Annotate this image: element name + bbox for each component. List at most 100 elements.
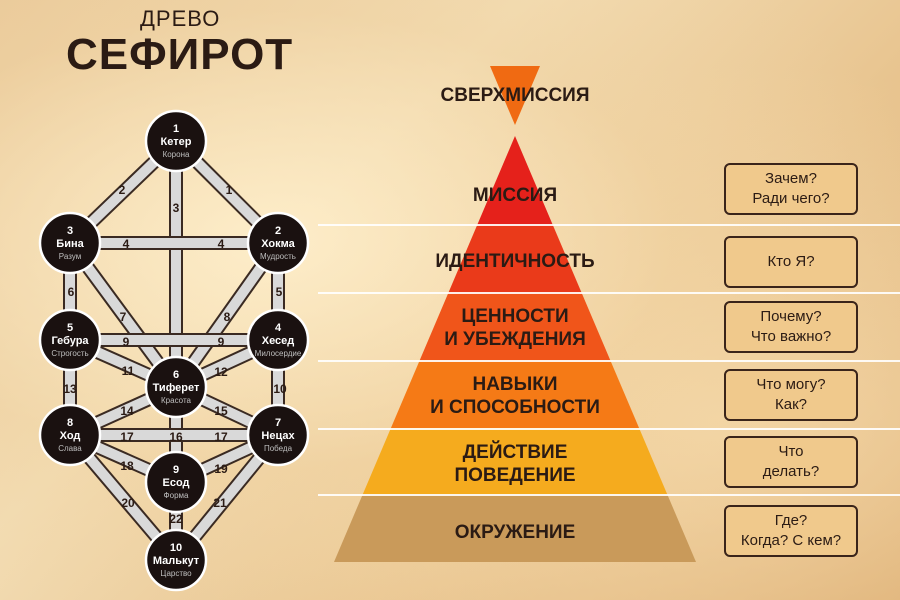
sefira-name: Тиферет — [153, 382, 200, 394]
path-number: 14 — [120, 404, 134, 418]
path-number: 22 — [169, 512, 183, 526]
pyramid-level-behavior — [362, 428, 668, 494]
sefira-number: 1 — [173, 123, 179, 135]
question-box-environment: Где? Когда? С кем? — [724, 505, 858, 557]
path-number: 1 — [226, 183, 233, 197]
path-number: 13 — [63, 382, 77, 396]
title-big: СЕФИРОТ — [66, 30, 294, 79]
path-number: 4 — [123, 237, 130, 251]
sefira-meaning: Строгость — [51, 349, 88, 358]
pyramid-level-environment — [334, 494, 696, 562]
path-number: 18 — [120, 459, 134, 473]
path-number: 15 — [214, 404, 228, 418]
pyramid-label-super-mission: СВЕРХМИССИЯ — [440, 85, 590, 106]
pyramid-level-mission — [477, 136, 553, 224]
pyramid-level-identity — [448, 224, 582, 292]
pyramid-label-behavior: ДЕЙСТВИЕ ПОВЕДЕНИЕ — [454, 442, 576, 486]
sefira-circle — [246, 308, 310, 372]
tree-nodes: 1КетерКорона2ХокмаМудрость3БинаРазум4Хес… — [38, 109, 310, 592]
pyramid-level-values — [419, 292, 611, 360]
sefira-meaning: Мудрость — [260, 252, 296, 261]
path-number: 11 — [122, 364, 135, 378]
separator-line — [318, 224, 900, 226]
sefira-name: Хокма — [261, 238, 295, 250]
path-number: 19 — [214, 462, 228, 476]
sefira-circle — [144, 109, 208, 173]
question-box-behavior: Что делать? — [724, 436, 858, 488]
path-number: 21 — [213, 496, 227, 510]
path-number: 3 — [173, 201, 180, 215]
sefira-name: Ход — [60, 430, 81, 442]
sefira-circle — [144, 450, 208, 514]
pyramid-level-skills — [390, 360, 640, 428]
sefira-number: 8 — [67, 417, 73, 429]
sefira-number: 6 — [173, 369, 179, 381]
sefira-circle — [246, 211, 310, 275]
sefira-circle — [246, 403, 310, 467]
sefira-meaning: Красота — [161, 396, 191, 405]
path-number: 10 — [273, 382, 287, 396]
sefira-name: Хесед — [262, 335, 295, 347]
path-number: 8 — [224, 310, 231, 324]
sefira-circle — [38, 403, 102, 467]
sefira-number: 3 — [67, 225, 73, 237]
sefira-circle — [38, 308, 102, 372]
pyramid-label-environment: ОКРУЖЕНИЕ — [454, 522, 576, 543]
question-box-identity: Кто Я? — [724, 236, 858, 288]
path-number: 20 — [121, 496, 135, 510]
path-number: 17 — [120, 430, 134, 444]
separator-line — [318, 360, 900, 362]
path-number: 9 — [218, 335, 225, 349]
sefira-number: 4 — [275, 322, 282, 334]
path-number: 2 — [119, 183, 126, 197]
title-small: ДРЕВО — [140, 6, 221, 31]
sefira-circle — [144, 355, 208, 419]
sefira-circle — [144, 528, 208, 592]
path-number: 7 — [120, 310, 127, 324]
path-number: 17 — [214, 430, 228, 444]
sefira-circle — [38, 211, 102, 275]
sefira-name: Гебура — [51, 335, 89, 347]
sefira-name: Малькут — [153, 555, 200, 567]
path-number: 5 — [276, 285, 283, 299]
sefira-name: Бина — [56, 238, 84, 250]
sefira-meaning: Царство — [160, 569, 192, 578]
path-number: 6 — [68, 285, 75, 299]
sefira-meaning: Корона — [163, 150, 190, 159]
sefira-name: Есод — [162, 477, 189, 489]
sefira-number: 5 — [67, 322, 73, 334]
pyramid-label-values: ЦЕННОСТИ И УБЕЖДЕНИЯ — [444, 306, 586, 350]
path-number: 16 — [169, 430, 183, 444]
pyramid-top-inverted — [490, 66, 540, 125]
sefira-meaning: Слава — [58, 444, 82, 453]
separator-line — [318, 292, 900, 294]
sefira-meaning: Победа — [264, 444, 293, 453]
question-box-mission: Зачем? Ради чего? — [724, 163, 858, 215]
sefira-number: 2 — [275, 225, 281, 237]
path-number: 12 — [214, 365, 228, 379]
pyramid-label-mission: МИССИЯ — [472, 185, 558, 206]
sefira-number: 10 — [170, 542, 182, 554]
question-box-skills: Что могу? Как? — [724, 369, 858, 421]
separator-line — [318, 428, 900, 430]
question-box-values: Почему? Что важно? — [724, 301, 858, 353]
path-number: 9 — [123, 335, 130, 349]
sefira-name: Кетер — [161, 136, 192, 148]
sefira-name: Нецах — [261, 430, 295, 442]
pyramid-label-identity: ИДЕНТИЧНОСТЬ — [435, 251, 595, 272]
sefira-number: 9 — [173, 464, 179, 476]
pyramid-label-skills: НАВЫКИ И СПОСОБНОСТИ — [430, 374, 600, 418]
